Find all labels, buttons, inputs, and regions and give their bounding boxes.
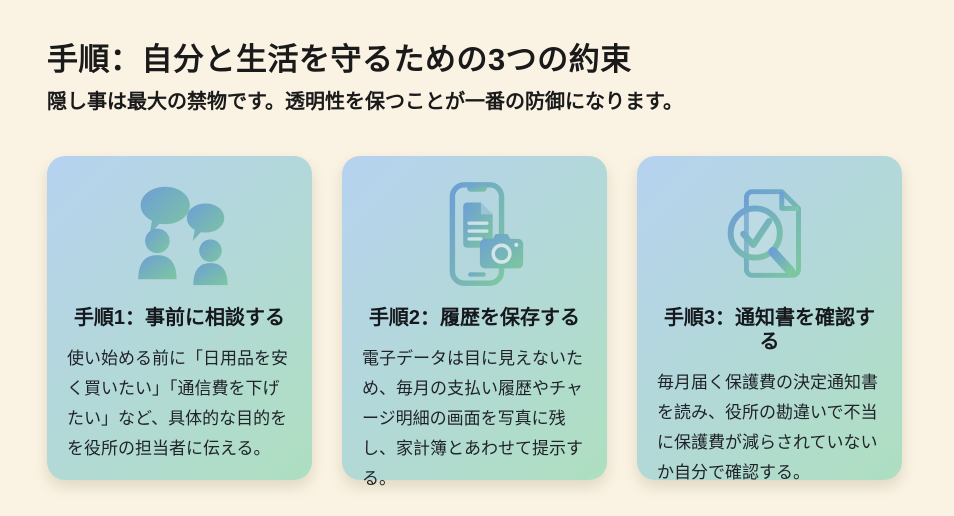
step2-body: 電子データは目に見えないため、毎月の支払い履歴やチャージ明細の画面を写真に残し、… [362,349,583,488]
step3-title: 手順3：通知書を確認する [663,307,876,353]
step-card-2: 手順2：履歴を保存する 電子データは目に見えないため、毎月の支払い履歴やチャージ… [342,156,607,488]
steps-row: 手順1：事前に相談する 使い始める前に「日用品を安く買いたい」「通信費を下げたい… [47,156,907,488]
step3-body: 毎月届く保護費の決定通知書を読み、役所の勘違いで不当に保護費が減らされていないか… [657,373,878,482]
step-card-3: 手順3：通知書を確認する 毎月届く保護費の決定通知書を読み、役所の勘違いで不当に… [637,156,902,482]
step1-body: 使い始める前に「日用品を安く買いたい」「通信費を下げたい」など、具体的な目的をを… [67,349,288,458]
document-magnifier-icon [657,170,882,298]
chat-people-icon [67,170,292,298]
page-title: 手順：自分と生活を守るための3つの約束 [47,42,632,77]
step2-title: 手順2：履歴を保存する [368,307,581,329]
step-card-1: 手順1：事前に相談する 使い始める前に「日用品を安く買いたい」「通信費を下げたい… [47,156,312,480]
phone-camera-icon [362,170,587,298]
page-subtitle: 隠し事は最大の禁物です。透明性を保つことが一番の防御になります。 [47,91,683,113]
step1-title: 手順1：事前に相談する [73,307,286,329]
